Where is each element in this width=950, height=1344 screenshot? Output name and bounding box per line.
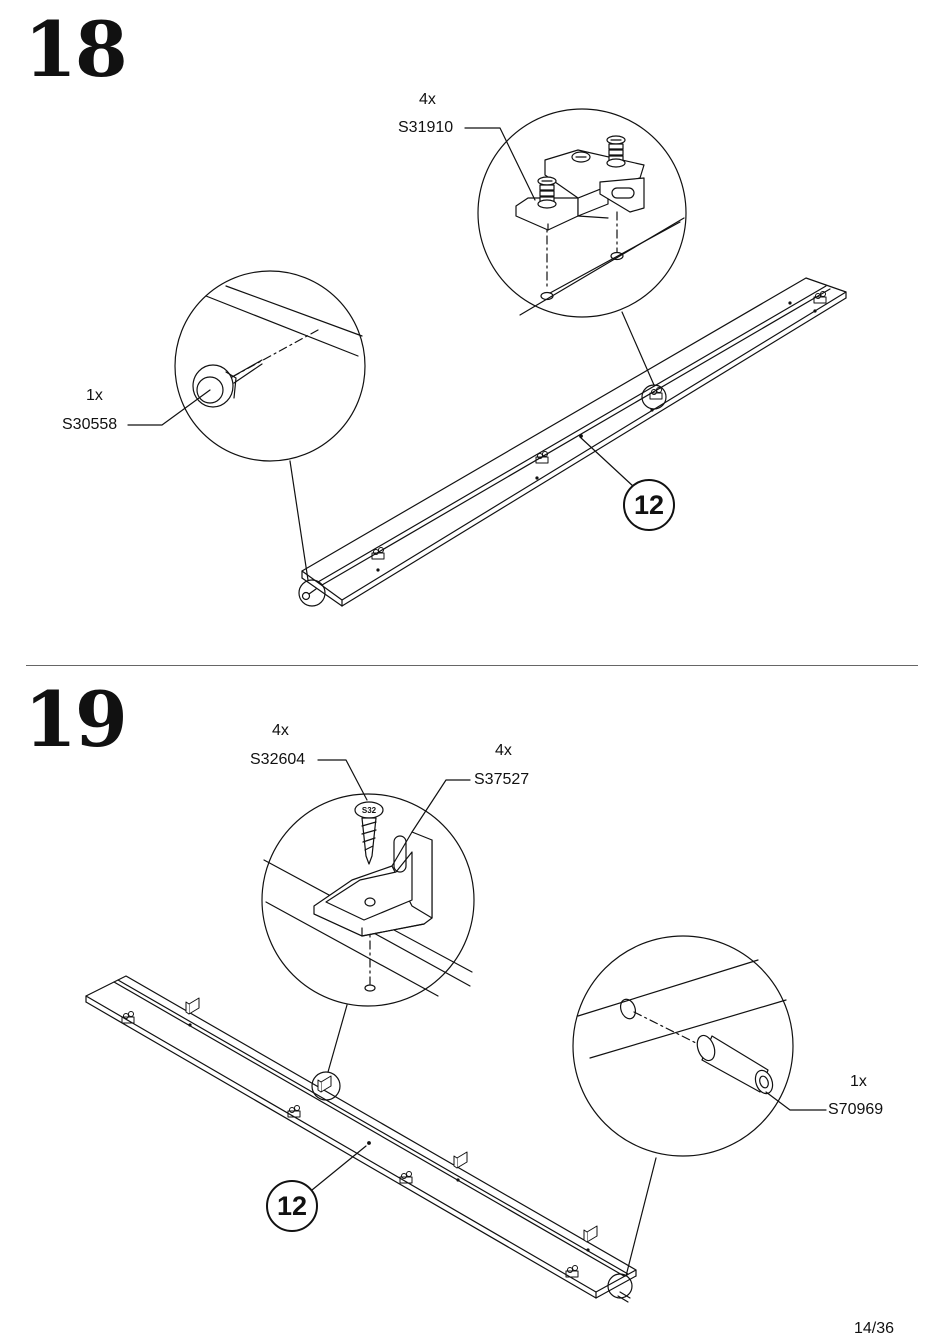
dowel-detail: [572, 935, 794, 1157]
cam-connector-icon: [121, 1011, 579, 1278]
detail-marker: [311, 1071, 341, 1101]
step-19-number: 19: [24, 675, 128, 764]
part-code-s37527: S37527: [474, 771, 530, 788]
glide-nail-detail: [174, 270, 366, 462]
glide-nail-icon: [301, 588, 317, 601]
panel-12-callout: 12: [266, 1180, 318, 1232]
part-code-s30558: S30558: [62, 416, 118, 433]
part-qty-s30558: 1x: [86, 387, 103, 404]
part-code-s32604: S32604: [250, 751, 306, 768]
page-number: 14/36: [853, 1320, 894, 1337]
step-19-panel-board: [85, 975, 637, 1299]
screw-icon: S32: [354, 801, 384, 865]
part-qty-s31910: 4x: [419, 91, 436, 108]
angle-bracket-detail: [261, 793, 475, 1007]
angle-bracket-icon: [185, 997, 598, 1243]
step-18-panel-board: [301, 277, 847, 607]
dowel-icon: [617, 1291, 631, 1303]
part-qty-s32604: 4x: [272, 722, 289, 739]
part-code-s31910: S31910: [398, 119, 454, 136]
part-qty-s70969: 1x: [850, 1073, 867, 1090]
detail-marker: [298, 579, 326, 607]
part-code-s70969: S70969: [828, 1101, 884, 1118]
screw-head-mark: S32: [362, 806, 377, 815]
step-18-number: 18: [24, 5, 128, 94]
section-divider: [26, 665, 918, 666]
cam-connector-icon: [371, 291, 827, 560]
cam-connector-detail: [477, 108, 687, 318]
part-qty-s37527: 4x: [495, 742, 512, 759]
detail-marker: [607, 1273, 633, 1299]
panel-12-callout: 12: [623, 479, 675, 531]
